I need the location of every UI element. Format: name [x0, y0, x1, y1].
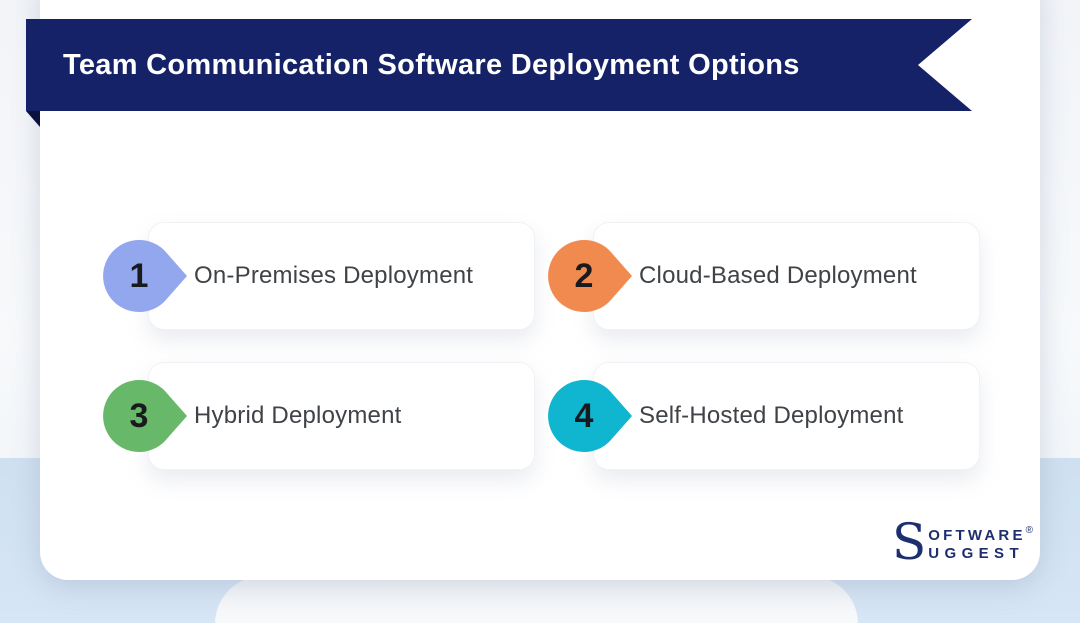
softwaresuggest-logo: S OFTWARE® UGGEST	[892, 513, 1033, 571]
pointed-circle-icon	[548, 240, 632, 312]
pointed-circle-icon	[548, 380, 632, 452]
page-title: Team Communication Software Deployment O…	[63, 48, 800, 81]
logo-line-software: OFTWARE®	[928, 525, 1033, 545]
option-card-hybrid: Hybrid Deployment	[148, 362, 535, 470]
title-ribbon: Team Communication Software Deployment O…	[26, 19, 972, 111]
option-badge-1: 1	[103, 238, 187, 314]
logo-line1-text: OFTWARE	[928, 527, 1026, 544]
option-number: 3	[129, 396, 149, 435]
logo-initial: S	[892, 513, 927, 571]
option-label: On-Premises Deployment	[194, 262, 474, 289]
option-badge-4: 4	[548, 378, 632, 454]
pointed-circle-icon	[103, 380, 187, 452]
option-card-self-hosted: Self-Hosted Deployment	[593, 362, 980, 470]
option-label: Hybrid Deployment	[194, 402, 402, 429]
option-label: Cloud-Based Deployment	[639, 262, 917, 289]
ribbon-fold	[26, 111, 40, 127]
option-label: Self-Hosted Deployment	[639, 402, 904, 429]
option-number: 1	[129, 256, 149, 295]
option-number: 4	[574, 396, 594, 435]
option-badge-3: 3	[103, 378, 187, 454]
pointed-circle-icon	[103, 240, 187, 312]
option-number: 2	[574, 256, 594, 295]
registered-trademark-icon: ®	[1025, 525, 1034, 536]
option-badge-2: 2	[548, 238, 632, 314]
logo-line-suggest: UGGEST	[928, 545, 1025, 563]
option-card-on-premises: On-Premises Deployment	[148, 222, 535, 330]
logo-wordmark: OFTWARE® UGGEST	[928, 522, 1033, 564]
bottom-white-blob	[215, 576, 858, 623]
option-card-cloud-based: Cloud-Based Deployment	[593, 222, 980, 330]
